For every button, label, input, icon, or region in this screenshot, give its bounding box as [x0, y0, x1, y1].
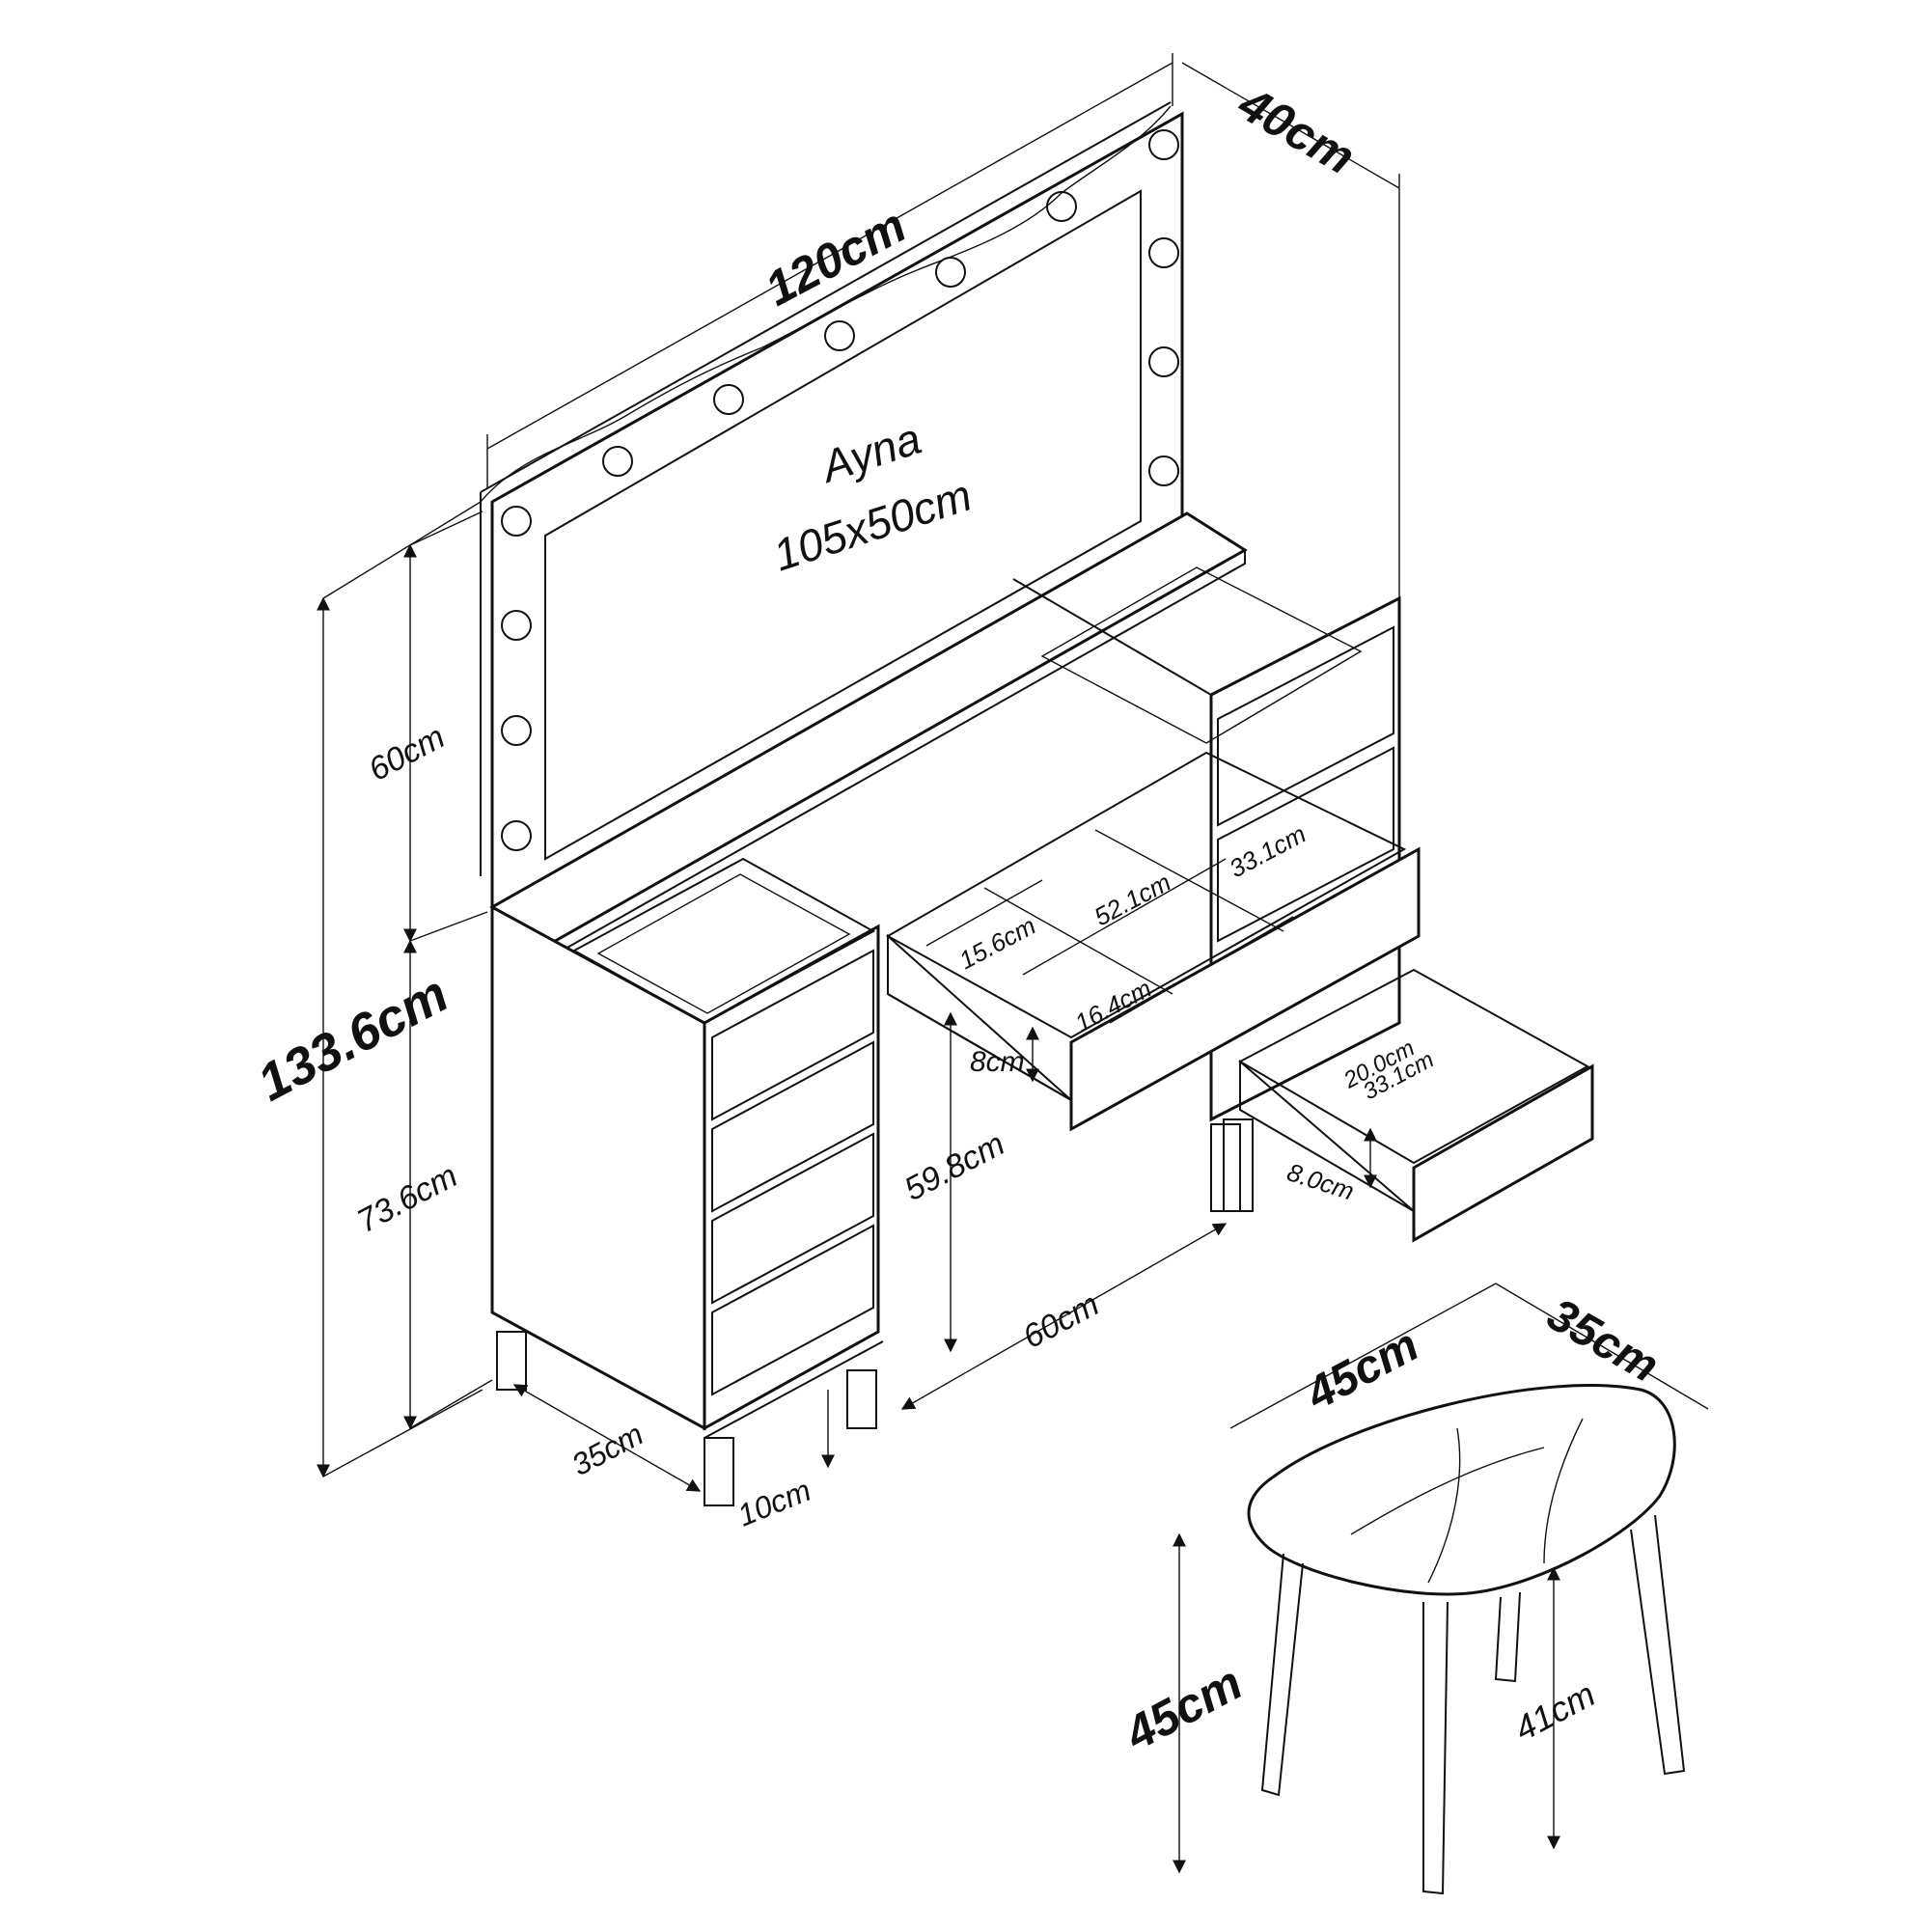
dim-knee-width: 60cm	[1017, 1285, 1105, 1356]
dim-leg-height: 10cm	[732, 1473, 815, 1533]
stool: 45cm 35cm 45cm 41cm	[1116, 1283, 1709, 1895]
dim-depth-top: 40cm	[1229, 76, 1365, 185]
dim-side-drawer-height: 8.0cm	[1283, 1157, 1358, 1205]
dim-leg-depth: 35cm	[566, 1417, 649, 1483]
dim-table-height: 73.6cm	[351, 1157, 463, 1240]
stool-depth: 35cm	[1539, 1289, 1668, 1393]
cable	[480, 105, 1172, 503]
mirror: Ayna 105x50cm	[480, 101, 1184, 910]
stool-height: 45cm	[1116, 1655, 1251, 1761]
dim-mirror-height: 60cm	[363, 718, 451, 788]
center-drawer-open	[885, 751, 1421, 1132]
dim-knee-height: 59.8cm	[898, 1125, 1010, 1208]
dim-drawer-inner-a: 15.6cm	[954, 911, 1040, 976]
left-cabinet	[490, 857, 884, 1506]
dim-drawer-height-main: 8cm	[970, 1046, 1025, 1078]
stool-leg-height: 41cm	[1508, 1674, 1602, 1750]
dim-drawer-inner-b: 52.1cm	[1090, 868, 1175, 932]
dim-total-height: 133.6cm	[248, 965, 456, 1113]
stool-width: 45cm	[1297, 1319, 1426, 1421]
mirror-bulb-icons	[501, 129, 1179, 851]
right-drawer-open	[1237, 968, 1594, 1243]
dimension-lines	[317, 53, 1400, 1492]
